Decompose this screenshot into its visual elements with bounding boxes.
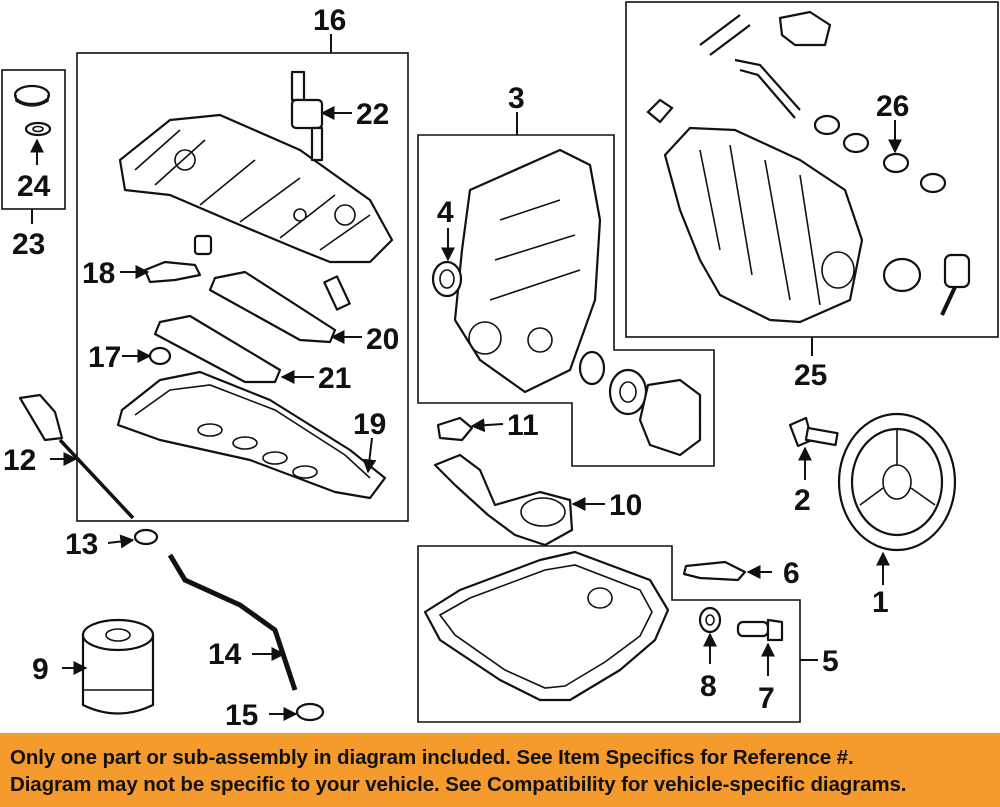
bracket-gasket (143, 260, 202, 284)
callout-7: 7 (758, 682, 775, 715)
callout-23: 23 (12, 228, 45, 261)
oil-pump-rotors (578, 350, 648, 416)
callout-24: 24 (17, 170, 51, 203)
cover-plug (193, 234, 213, 256)
valve-cover-gasket (116, 370, 387, 500)
oil-pump-cover (638, 378, 702, 457)
intake-manifold (663, 126, 864, 324)
filler-cap-seal (24, 121, 52, 137)
camshaft-sensor (290, 70, 324, 162)
intake-manifold-gasket (813, 114, 947, 194)
cylinder-head-cover (118, 113, 394, 264)
timing-chain-cover (453, 148, 602, 394)
crankshaft-pulley (837, 412, 957, 552)
callout-1: 1 (872, 586, 889, 619)
pcv-hose-upper (699, 14, 801, 119)
oil-filter (81, 618, 155, 715)
callout-10: 10 (609, 489, 642, 522)
baffle-plate-lower (153, 314, 282, 384)
callout-8: 8 (700, 670, 717, 703)
throttle-body-seal (882, 257, 922, 293)
tube-o-ring (295, 702, 325, 722)
callout-15: 15 (225, 699, 258, 732)
callout-12: 12 (3, 444, 36, 477)
callout-3: 3 (508, 82, 525, 115)
callout-11: 11 (507, 409, 539, 442)
oil-pan-baffle (682, 560, 747, 582)
group-box-23 (1, 69, 66, 210)
drain-plug (736, 618, 784, 642)
callout-5: 5 (822, 645, 839, 678)
callout-20: 20 (366, 323, 399, 356)
callout-14: 14 (208, 638, 242, 671)
callout-9: 9 (32, 653, 49, 686)
group-box-3 (417, 134, 715, 467)
manifold-clip (646, 98, 674, 124)
callout-26: 26 (876, 90, 909, 123)
callout-21: 21 (318, 362, 351, 395)
callout-4: 4 (437, 196, 454, 229)
disclaimer-line-1: Only one part or sub-assembly in diagram… (10, 746, 854, 769)
purge-solenoid (940, 253, 971, 316)
callout-6: 6 (783, 557, 800, 590)
dipstick-o-ring (133, 528, 159, 546)
engine-parts-diagram: 1 2 3 4 5 6 7 8 9 10 11 12 13 14 15 16 1… (1, 1, 999, 732)
callout-2: 2 (794, 484, 811, 517)
callout-18: 18 (82, 257, 115, 290)
group-box-16 (76, 52, 409, 522)
disclaimer-banner: Only one part or sub-assembly in diagram… (0, 733, 1000, 807)
front-crank-seal (431, 260, 463, 298)
oil-strainer (433, 453, 574, 547)
vacuum-valve (778, 10, 832, 47)
drain-plug-gasket (698, 606, 722, 634)
callout-13: 13 (65, 528, 98, 561)
spark-plug-seal (148, 346, 172, 366)
callout-25: 25 (794, 359, 827, 392)
oil-pan (423, 550, 670, 702)
callout-17: 17 (88, 341, 121, 374)
crankshaft-pulley-bolt (788, 416, 839, 448)
callout-16: 16 (313, 4, 346, 37)
oil-filler-cap (13, 84, 51, 107)
pickup-gasket (436, 416, 474, 442)
callout-22: 22 (356, 98, 389, 131)
spark-plug-tube (323, 275, 351, 311)
group-box-5 (417, 545, 801, 723)
callout-19: 19 (353, 408, 386, 441)
disclaimer-line-2: Diagram may not be specific to your vehi… (10, 773, 907, 796)
baffle-plate-upper (208, 270, 337, 344)
